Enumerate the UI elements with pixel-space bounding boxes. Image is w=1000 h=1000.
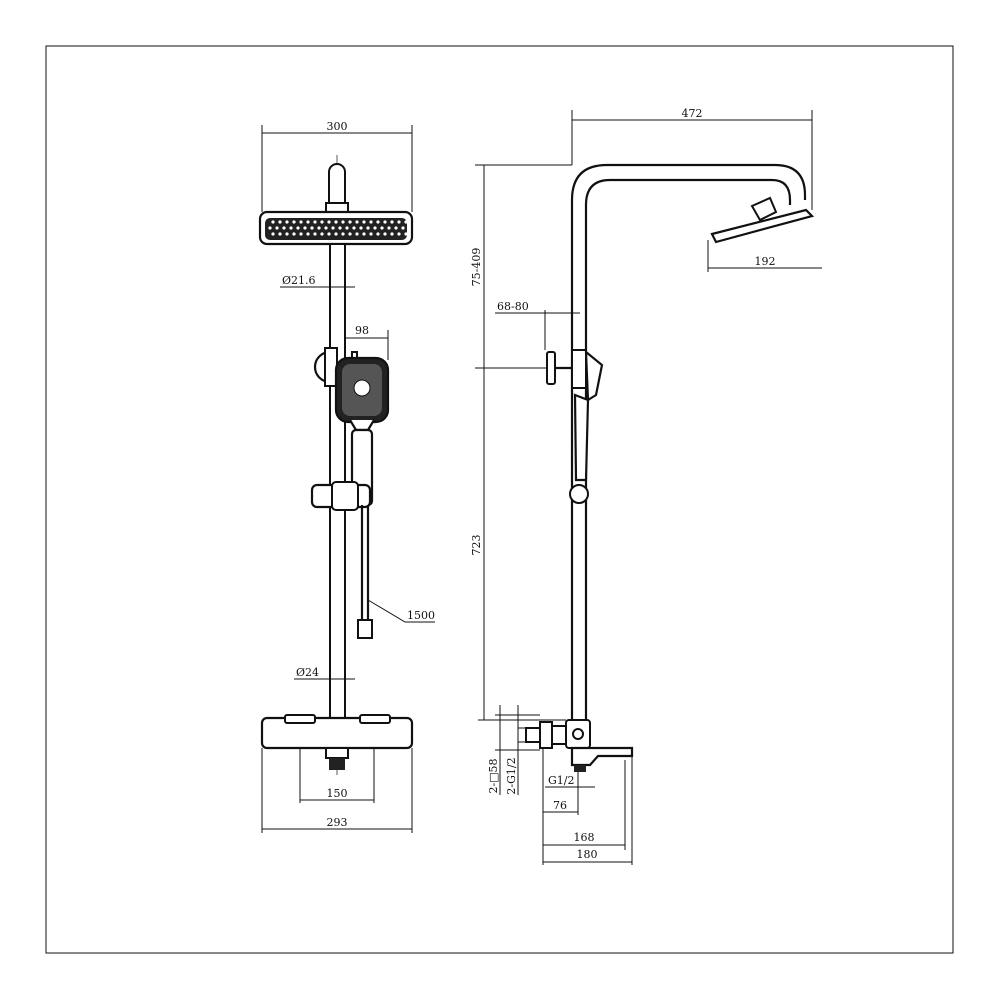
nozzle-dot bbox=[369, 232, 373, 236]
shower-arm-outer bbox=[570, 163, 807, 720]
dim-rod-diameter-upper: Ø21.6 bbox=[282, 274, 316, 287]
nozzle-dot bbox=[341, 220, 345, 224]
nozzle-dot bbox=[345, 226, 349, 230]
dim-hose-length: 1500 bbox=[407, 609, 435, 622]
nozzle-dot bbox=[338, 226, 342, 230]
dim-inlet-spacing: 150 bbox=[327, 787, 348, 800]
nozzle-dot bbox=[324, 226, 328, 230]
drawing-border bbox=[45, 45, 954, 954]
nozzle-dot bbox=[380, 226, 384, 230]
nozzle-dot bbox=[285, 232, 289, 236]
nozzle-dot bbox=[271, 220, 275, 224]
dim-arm-projection: 472 bbox=[682, 107, 703, 120]
dim-head-width: 300 bbox=[327, 120, 348, 133]
nozzle-dot bbox=[292, 220, 296, 224]
nozzle-dot bbox=[348, 220, 352, 224]
nozzle-dot bbox=[387, 226, 391, 230]
nozzle-dot bbox=[306, 232, 310, 236]
nozzle-dot bbox=[401, 226, 405, 230]
nozzle-dot bbox=[355, 232, 359, 236]
nozzle-dot bbox=[268, 226, 272, 230]
nozzle-dot bbox=[317, 226, 321, 230]
nozzle-dot bbox=[390, 232, 394, 236]
nozzle-dot bbox=[352, 226, 356, 230]
dim-thermostat-width: 293 bbox=[327, 816, 348, 829]
side-view: 472 192 75-409 68-80 723 2-□58 2-G1/2 G1… bbox=[470, 107, 822, 865]
side-spout bbox=[570, 746, 634, 767]
dim-valve-offset: 68-80 bbox=[497, 300, 529, 313]
side-handshower-head bbox=[584, 349, 604, 402]
side-rain-head bbox=[710, 208, 815, 244]
hose-nut bbox=[357, 619, 373, 639]
dim-rod-diameter-lower: Ø24 bbox=[296, 666, 319, 679]
outlet bbox=[325, 747, 349, 759]
nozzle-dot bbox=[285, 220, 289, 224]
nozzle-dot bbox=[271, 232, 275, 236]
nozzle-dot bbox=[355, 220, 359, 224]
nozzle-dot bbox=[390, 220, 394, 224]
nozzle-dot bbox=[404, 232, 408, 236]
dim-rod-height: 723 bbox=[470, 535, 483, 556]
dim-inlet-thread: 2-G1/2 bbox=[505, 757, 518, 794]
nozzle-dot bbox=[394, 226, 398, 230]
dim-spout-76: 76 bbox=[553, 799, 567, 812]
front-view: 300 Ø21.6 98 1500 Ø24 150 293 bbox=[258, 120, 435, 833]
nozzle-dot bbox=[296, 226, 300, 230]
side-handshower-handle bbox=[573, 393, 590, 482]
side-holder-knob bbox=[546, 351, 556, 385]
nozzle-dot bbox=[313, 220, 317, 224]
dim-handshower-offset: 98 bbox=[355, 324, 369, 337]
nozzle-dot bbox=[327, 220, 331, 224]
nozzle-dot bbox=[397, 220, 401, 224]
dim-spout-thread: G1/2 bbox=[548, 774, 575, 787]
nozzle-dot bbox=[275, 226, 279, 230]
nozzle-dot bbox=[289, 226, 293, 230]
nozzle-dot bbox=[362, 220, 366, 224]
nozzle-dot bbox=[341, 232, 345, 236]
nozzle-dot bbox=[376, 220, 380, 224]
side-inlet bbox=[539, 721, 553, 749]
nozzle-dot bbox=[303, 226, 307, 230]
dim-spout-180: 180 bbox=[577, 848, 598, 861]
side-holder bbox=[571, 349, 587, 389]
shower-arm-inner bbox=[584, 178, 792, 720]
dim-escutcheon: 2-□58 bbox=[487, 758, 500, 793]
nozzle-dot bbox=[282, 226, 286, 230]
nozzle-dot bbox=[299, 232, 303, 236]
nozzle-dot bbox=[359, 226, 363, 230]
nozzle-dot bbox=[383, 220, 387, 224]
nozzle-dot bbox=[369, 220, 373, 224]
nozzle-dot bbox=[373, 226, 377, 230]
nozzle-dot bbox=[397, 232, 401, 236]
nozzle-dot bbox=[292, 232, 296, 236]
nozzle-dot bbox=[334, 232, 338, 236]
nozzle-dot bbox=[331, 226, 335, 230]
nozzle-dot bbox=[348, 232, 352, 236]
nozzle-dot bbox=[299, 220, 303, 224]
nozzle-dot bbox=[310, 226, 314, 230]
nozzle-dot bbox=[362, 232, 366, 236]
top-pipe bbox=[328, 163, 346, 212]
nozzle-dot bbox=[376, 232, 380, 236]
side-head-nut bbox=[750, 196, 778, 222]
nozzle-dot bbox=[306, 220, 310, 224]
head-nut bbox=[325, 202, 349, 213]
nozzle-dot bbox=[334, 220, 338, 224]
side-slider bbox=[569, 484, 589, 504]
dim-head-size: 192 bbox=[755, 255, 776, 268]
nozzle-dot bbox=[366, 226, 370, 230]
nozzle-dot bbox=[320, 232, 324, 236]
nozzle-dot bbox=[278, 220, 282, 224]
nozzle-dot bbox=[383, 232, 387, 236]
hand-shower-center bbox=[353, 379, 371, 397]
nozzle-dot bbox=[278, 232, 282, 236]
nozzle-dot bbox=[404, 220, 408, 224]
nozzle-dot bbox=[320, 220, 324, 224]
nozzle-dot bbox=[313, 232, 317, 236]
dim-spout-168: 168 bbox=[574, 831, 595, 844]
dim-height-adjust: 75-409 bbox=[470, 248, 483, 287]
nozzle-dot bbox=[327, 232, 331, 236]
